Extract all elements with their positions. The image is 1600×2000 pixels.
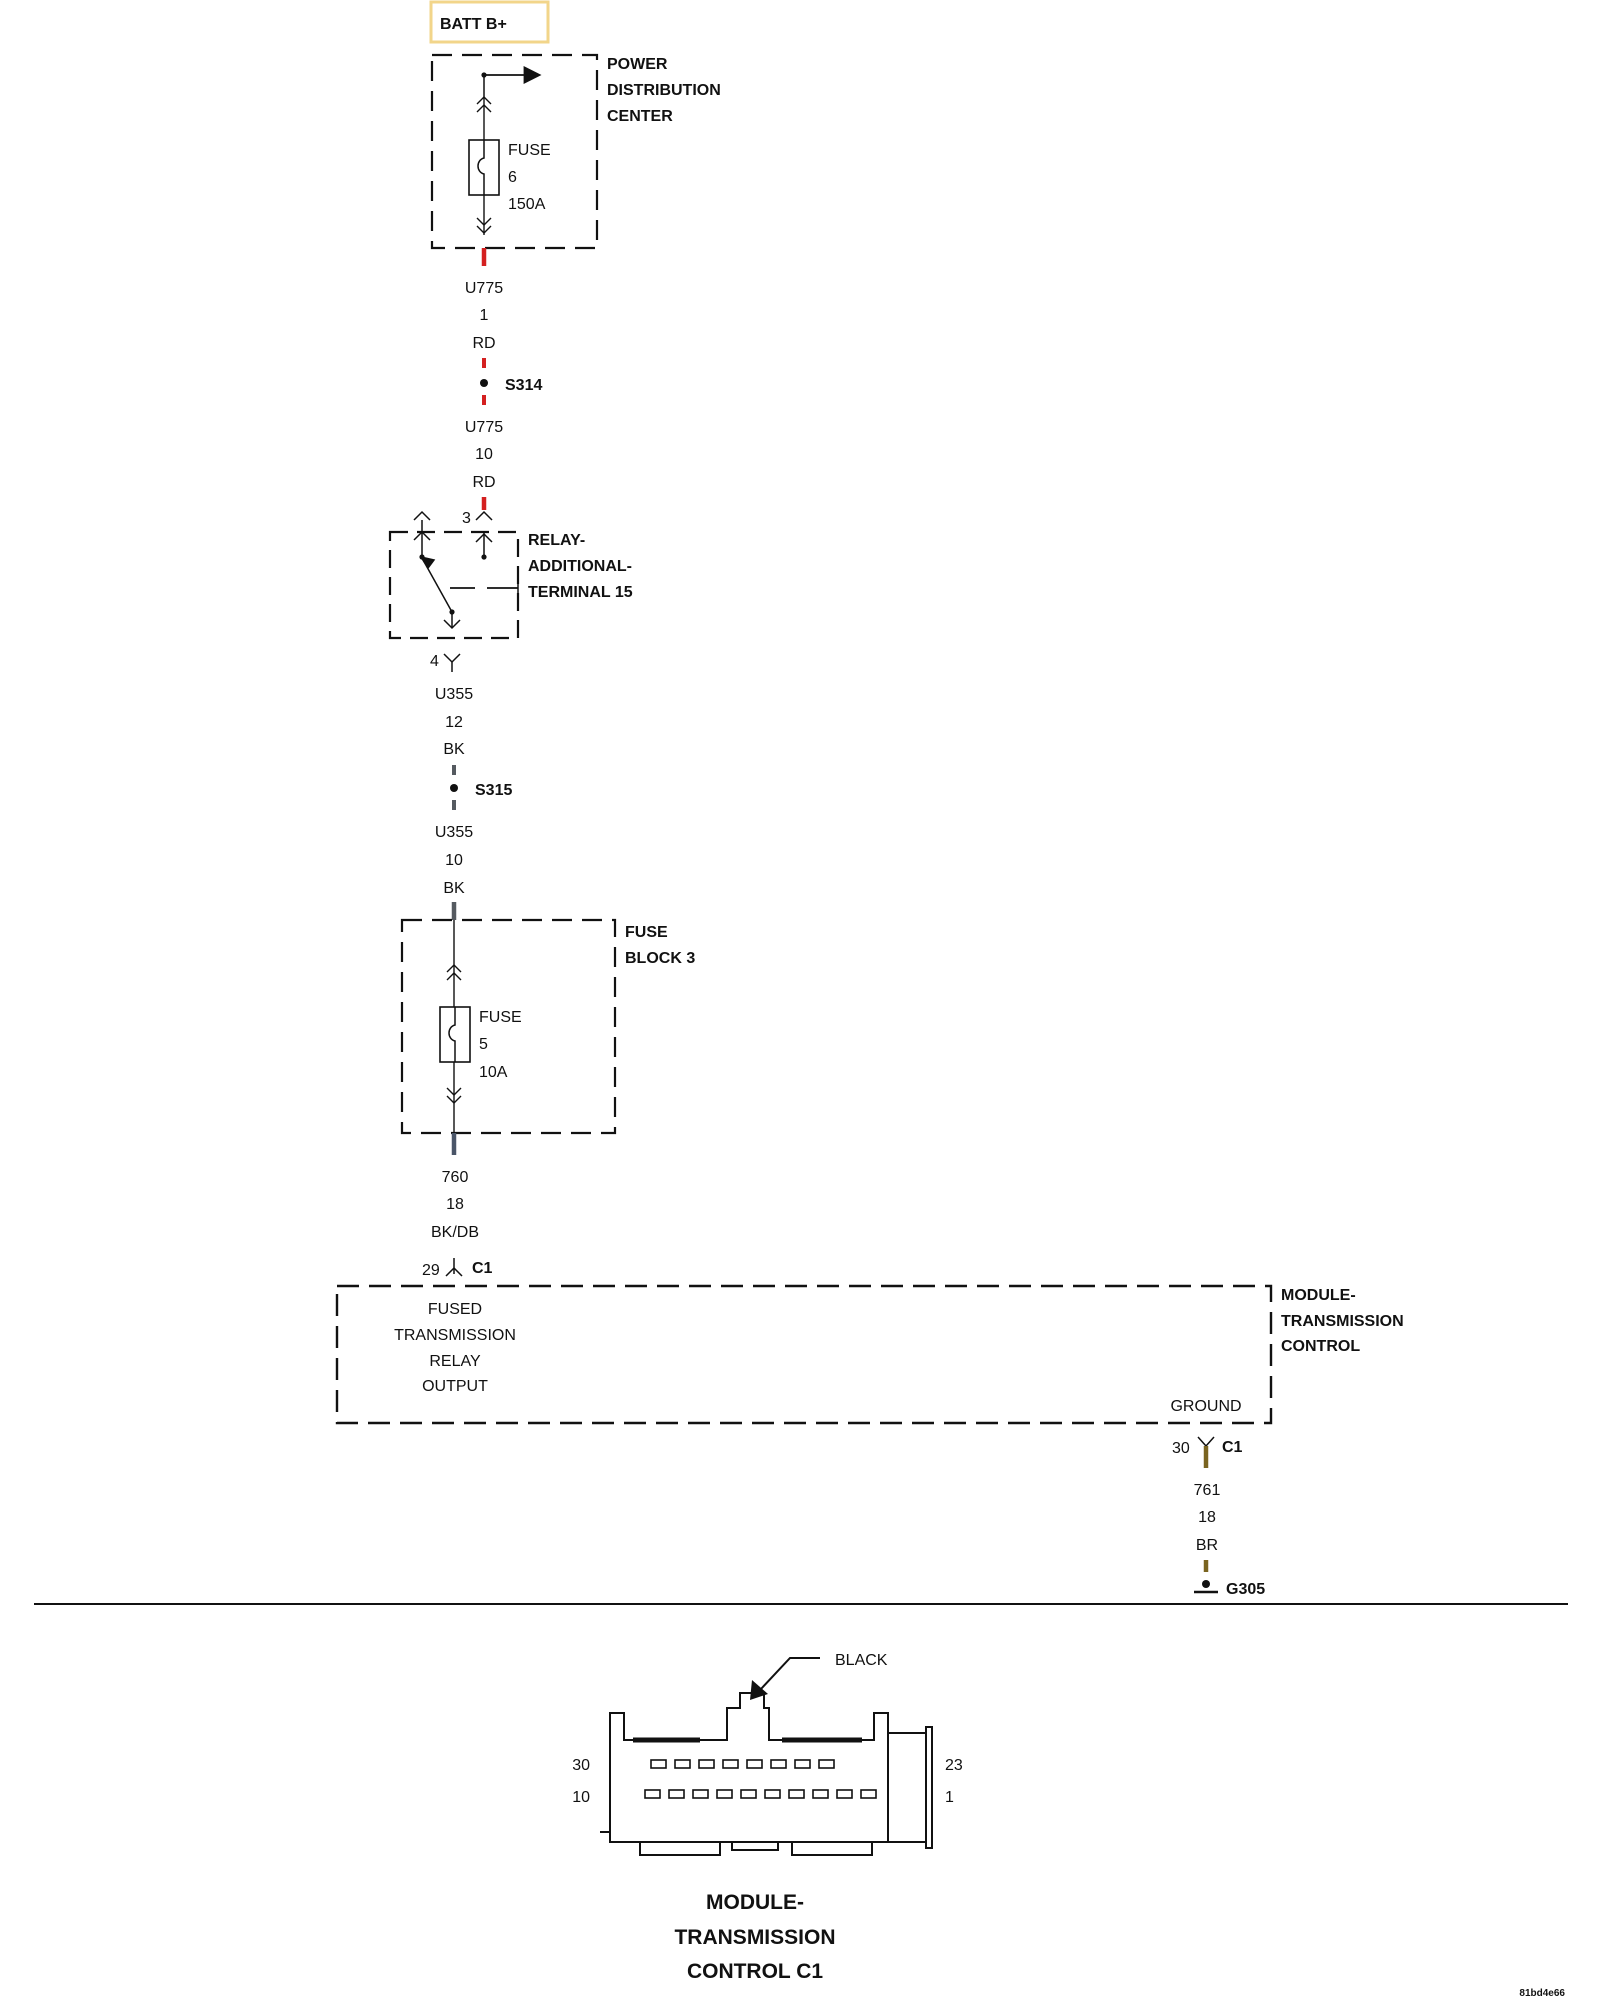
connector-bottom-row-cavities — [644, 1789, 877, 1799]
batt-label: BATT B+ — [440, 16, 507, 33]
tcm-ground-connector — [1197, 1436, 1215, 1448]
relay-armature-dot — [449, 609, 455, 615]
tcm-pin-30: 30 — [1172, 1440, 1190, 1457]
wire4-color: BK — [443, 880, 465, 897]
pdc-name-3: CENTER — [607, 108, 673, 125]
pdc-connector-top — [476, 96, 492, 140]
wire3-color: BK — [443, 741, 465, 758]
tcm-name-1: MODULE- — [1281, 1287, 1356, 1304]
wire1-circuit: U775 — [465, 280, 503, 297]
fuse-block-3-box — [400, 918, 617, 1135]
connector-color-label: BLACK — [835, 1652, 888, 1669]
fuse-5-rating: 10A — [479, 1064, 508, 1081]
wire5-circuit: 760 — [442, 1169, 469, 1186]
wire6-color: BR — [1196, 1537, 1218, 1554]
wire1-color: RD — [472, 335, 495, 352]
wire2-circuit: U775 — [465, 419, 503, 436]
connector-pin-23: 23 — [945, 1757, 963, 1774]
relay-name-2: ADDITIONAL- — [528, 558, 632, 575]
pdc-box — [430, 53, 599, 250]
tcm-name-2: TRANSMISSION — [1281, 1313, 1404, 1330]
tcm-name-3: CONTROL — [1281, 1338, 1360, 1355]
batt-source-box — [429, 0, 550, 44]
wire3-circuit: U355 — [435, 686, 473, 703]
splice-s314-label: S314 — [505, 377, 542, 394]
tcm-input-desc-3: RELAY — [429, 1353, 481, 1370]
tcm-connector-c1-bottom: C1 — [1222, 1439, 1243, 1456]
fuse-5-word: FUSE — [479, 1009, 522, 1026]
connector-pin-30: 30 — [572, 1757, 590, 1774]
relay-name-1: RELAY- — [528, 532, 585, 549]
tcm-connector-c1-top: C1 — [472, 1260, 493, 1277]
fuse-block-name-2: BLOCK 3 — [625, 950, 695, 967]
wire5-color: BK/DB — [431, 1224, 479, 1241]
fuse-6-symbol — [468, 139, 500, 196]
splice-s314 — [480, 358, 488, 405]
relay-pivot-dot — [419, 554, 425, 560]
footer-id: 81bd4e66 — [1519, 1988, 1565, 1999]
wire2-color: RD — [472, 474, 495, 491]
wire4-circuit: U355 — [435, 824, 473, 841]
wire5-gauge: 18 — [446, 1196, 464, 1213]
splice-s315 — [450, 765, 458, 810]
relay-symbol — [388, 510, 520, 640]
pdc-name-2: DISTRIBUTION — [607, 82, 721, 99]
relay-pin-4: 4 — [430, 653, 439, 670]
wire3-gauge: 12 — [445, 714, 463, 731]
fuse-block-connector-top — [446, 920, 462, 1007]
wire2-gauge: 10 — [475, 446, 493, 463]
tcm-box — [335, 1284, 1273, 1425]
connector-pin-10: 10 — [572, 1789, 590, 1806]
tcm-input-desc-4: OUTPUT — [422, 1378, 488, 1395]
wire6-gauge: 18 — [1198, 1509, 1216, 1526]
relay-out-connector — [443, 653, 461, 672]
connector-title-3: CONTROL C1 — [687, 1960, 823, 1983]
tcm-pin-29: 29 — [422, 1262, 440, 1279]
connector-title-2: TRANSMISSION — [674, 1926, 835, 1949]
pdc-connector-bottom — [476, 195, 492, 235]
fuse-6-number: 6 — [508, 169, 517, 186]
relay-pin-3: 3 — [462, 510, 471, 527]
wire4-gauge: 10 — [445, 852, 463, 869]
wire1-gauge: 1 — [480, 307, 489, 324]
connector-title-1: MODULE- — [706, 1891, 804, 1914]
tcm-input-connector — [445, 1258, 463, 1277]
tcm-input-desc-1: FUSED — [428, 1301, 482, 1318]
fuse-block-connector-bottom — [446, 1062, 462, 1133]
fuse-5-number: 5 — [479, 1036, 488, 1053]
bus-arrow — [481, 66, 542, 98]
fuse-block-name-1: FUSE — [625, 924, 668, 941]
fuse-6-rating: 150A — [508, 196, 546, 213]
fuse-6-word: FUSE — [508, 142, 551, 159]
ground-g305-symbol — [1194, 1580, 1218, 1594]
connector-c1-drawing — [600, 1692, 933, 1856]
connector-pin-1: 1 — [945, 1789, 954, 1806]
black-callout-arrow — [750, 1657, 820, 1700]
tcm-ground-label: GROUND — [1170, 1398, 1241, 1415]
connector-top-row-cavities — [650, 1759, 835, 1769]
relay-name-3: TERMINAL 15 — [528, 584, 633, 601]
relay-contact-dot — [481, 554, 487, 560]
tcm-input-desc-2: TRANSMISSION — [394, 1327, 516, 1344]
fuse-5-symbol — [439, 1006, 471, 1063]
pdc-name-1: POWER — [607, 56, 668, 73]
ground-g305-label: G305 — [1226, 1581, 1265, 1598]
wire6-circuit: 761 — [1194, 1482, 1221, 1499]
splice-s315-label: S315 — [475, 782, 512, 799]
